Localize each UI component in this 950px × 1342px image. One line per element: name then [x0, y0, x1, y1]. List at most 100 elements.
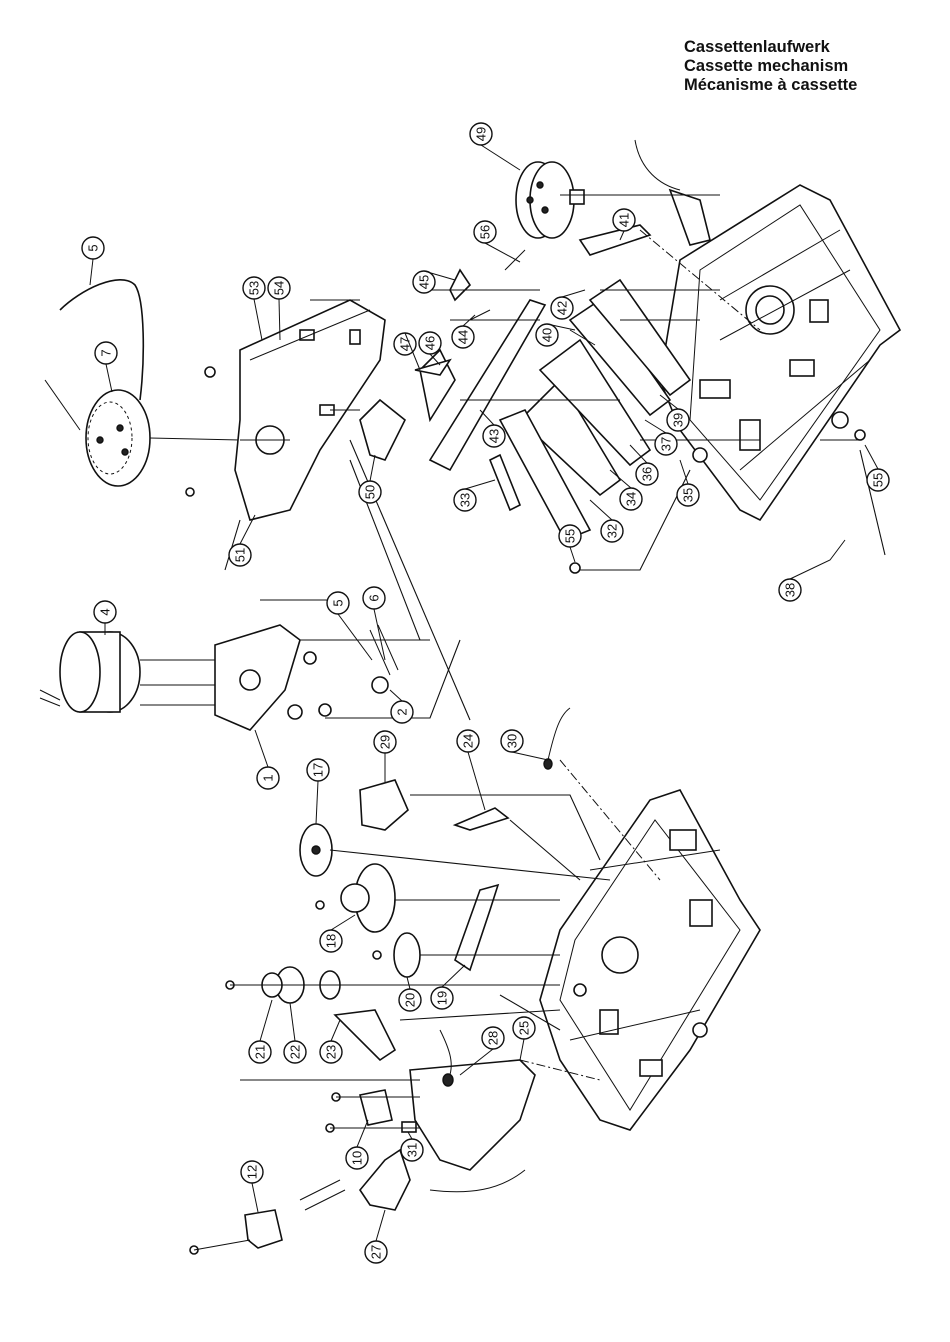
- callout-12: 12: [240, 1160, 264, 1184]
- callout-53-label: 53: [247, 281, 262, 295]
- callout-29-label: 29: [378, 735, 393, 749]
- callout-1: 1: [256, 766, 280, 790]
- callout-31: 31: [400, 1138, 424, 1162]
- callout-56: 56: [473, 220, 497, 244]
- callout-2-label: 2: [395, 708, 410, 715]
- lower-leader-lines: [193, 759, 661, 1251]
- callout-18-label: 18: [324, 934, 339, 948]
- belt-pulley-assembly: [44, 279, 241, 487]
- callout-32-label: 32: [605, 524, 620, 538]
- callout-47: 47: [393, 332, 417, 356]
- callout-42: 42: [550, 296, 574, 320]
- title-french: Mécanisme à cassette: [684, 76, 858, 94]
- bracket-1: [214, 624, 399, 731]
- callout-49-label: 49: [474, 127, 489, 141]
- callout-23-label: 23: [324, 1045, 339, 1059]
- callout-45-label: 45: [417, 275, 432, 289]
- callout-34-label: 34: [624, 492, 639, 506]
- callout-17-label: 17: [311, 763, 326, 777]
- callout-leaders: [89, 144, 879, 1242]
- callout-40-label: 40: [540, 328, 555, 342]
- callout-37: 37: [654, 432, 678, 456]
- upper-chassis: [634, 139, 902, 522]
- callout-50: 50: [358, 480, 382, 504]
- callout-12-label: 12: [245, 1165, 260, 1179]
- callout-39: 39: [666, 408, 690, 432]
- callout-18: 18: [319, 929, 343, 953]
- callout-19: 19: [430, 986, 454, 1010]
- callout-39-label: 39: [671, 413, 686, 427]
- callout-2: 2: [390, 700, 414, 724]
- callout-55-left: 55: [558, 524, 582, 548]
- callout-36-label: 36: [640, 467, 655, 481]
- callout-33-label: 33: [458, 493, 473, 507]
- callout-33: 33: [453, 488, 477, 512]
- callout-54-label: 54: [272, 281, 287, 295]
- callout-46-label: 46: [423, 336, 438, 350]
- callout-19-label: 19: [435, 991, 450, 1005]
- lower-parts: [185, 366, 866, 1255]
- callout-34: 34: [619, 487, 643, 511]
- callout-24-label: 24: [461, 734, 476, 748]
- callout-56-label: 56: [478, 225, 493, 239]
- callout-41: 41: [612, 208, 636, 232]
- callout-41-label: 41: [617, 213, 632, 227]
- slider-stack: [359, 224, 692, 542]
- title-german: Cassettenlaufwerk: [684, 38, 830, 56]
- callout-32: 32: [600, 519, 624, 543]
- callout-6: 6: [362, 586, 386, 610]
- callout-44: 44: [451, 325, 475, 349]
- callout-43-label: 43: [487, 429, 502, 443]
- callout-38: 38: [778, 578, 802, 602]
- callout-17: 17: [306, 758, 330, 782]
- callout-7: 7: [94, 341, 118, 365]
- callout-1-label: 1: [261, 774, 276, 781]
- callout-23: 23: [319, 1040, 343, 1064]
- callout-36: 36: [635, 462, 659, 486]
- callout-55-left-label: 55: [563, 529, 578, 543]
- callout-20-label: 20: [403, 993, 418, 1007]
- callout-21-label: 21: [253, 1045, 268, 1059]
- callout-4: 4: [93, 600, 117, 624]
- callout-5-upper-label: 5: [86, 244, 101, 251]
- callout-5-lower-label: 5: [331, 599, 346, 606]
- callout-35-label: 35: [681, 488, 696, 502]
- callout-38-label: 38: [783, 583, 798, 597]
- callout-7-label: 7: [99, 349, 114, 356]
- callout-27-label: 27: [369, 1245, 384, 1259]
- callout-24: 24: [456, 729, 480, 753]
- callout-49: 49: [469, 122, 493, 146]
- callout-31-label: 31: [405, 1143, 420, 1157]
- callout-21: 21: [248, 1040, 272, 1064]
- callout-44-label: 44: [456, 330, 471, 344]
- callout-28-label: 28: [486, 1031, 501, 1045]
- callout-37-label: 37: [659, 437, 674, 451]
- callout-6-label: 6: [367, 594, 382, 601]
- title-english: Cassette mechanism: [684, 57, 849, 75]
- reel-motor-49: [515, 161, 585, 239]
- motor-4: [39, 631, 225, 713]
- callout-42-label: 42: [555, 301, 570, 315]
- callout-40: 40: [535, 323, 559, 347]
- lower-chassis: [539, 789, 761, 1131]
- callout-43: 43: [482, 424, 506, 448]
- callout-46: 46: [418, 331, 442, 355]
- callout-10-label: 10: [350, 1151, 365, 1165]
- callout-50-label: 50: [363, 485, 378, 499]
- callout-25: 25: [512, 1016, 536, 1040]
- callout-51: 51: [228, 543, 252, 567]
- callout-35: 35: [676, 483, 700, 507]
- callout-53: 53: [242, 276, 266, 300]
- callout-10: 10: [345, 1146, 369, 1170]
- callout-45: 45: [412, 270, 436, 294]
- callout-4-label: 4: [98, 608, 113, 615]
- callout-28: 28: [481, 1026, 505, 1050]
- callout-30-label: 30: [505, 734, 520, 748]
- callout-5-lower: 5: [326, 591, 350, 615]
- callout-55-right: 55: [866, 468, 890, 492]
- title-block: Cassettenlaufwerk Cassette mechanism Méc…: [684, 38, 944, 95]
- callout-22-label: 22: [288, 1045, 303, 1059]
- callout-25-label: 25: [517, 1021, 532, 1035]
